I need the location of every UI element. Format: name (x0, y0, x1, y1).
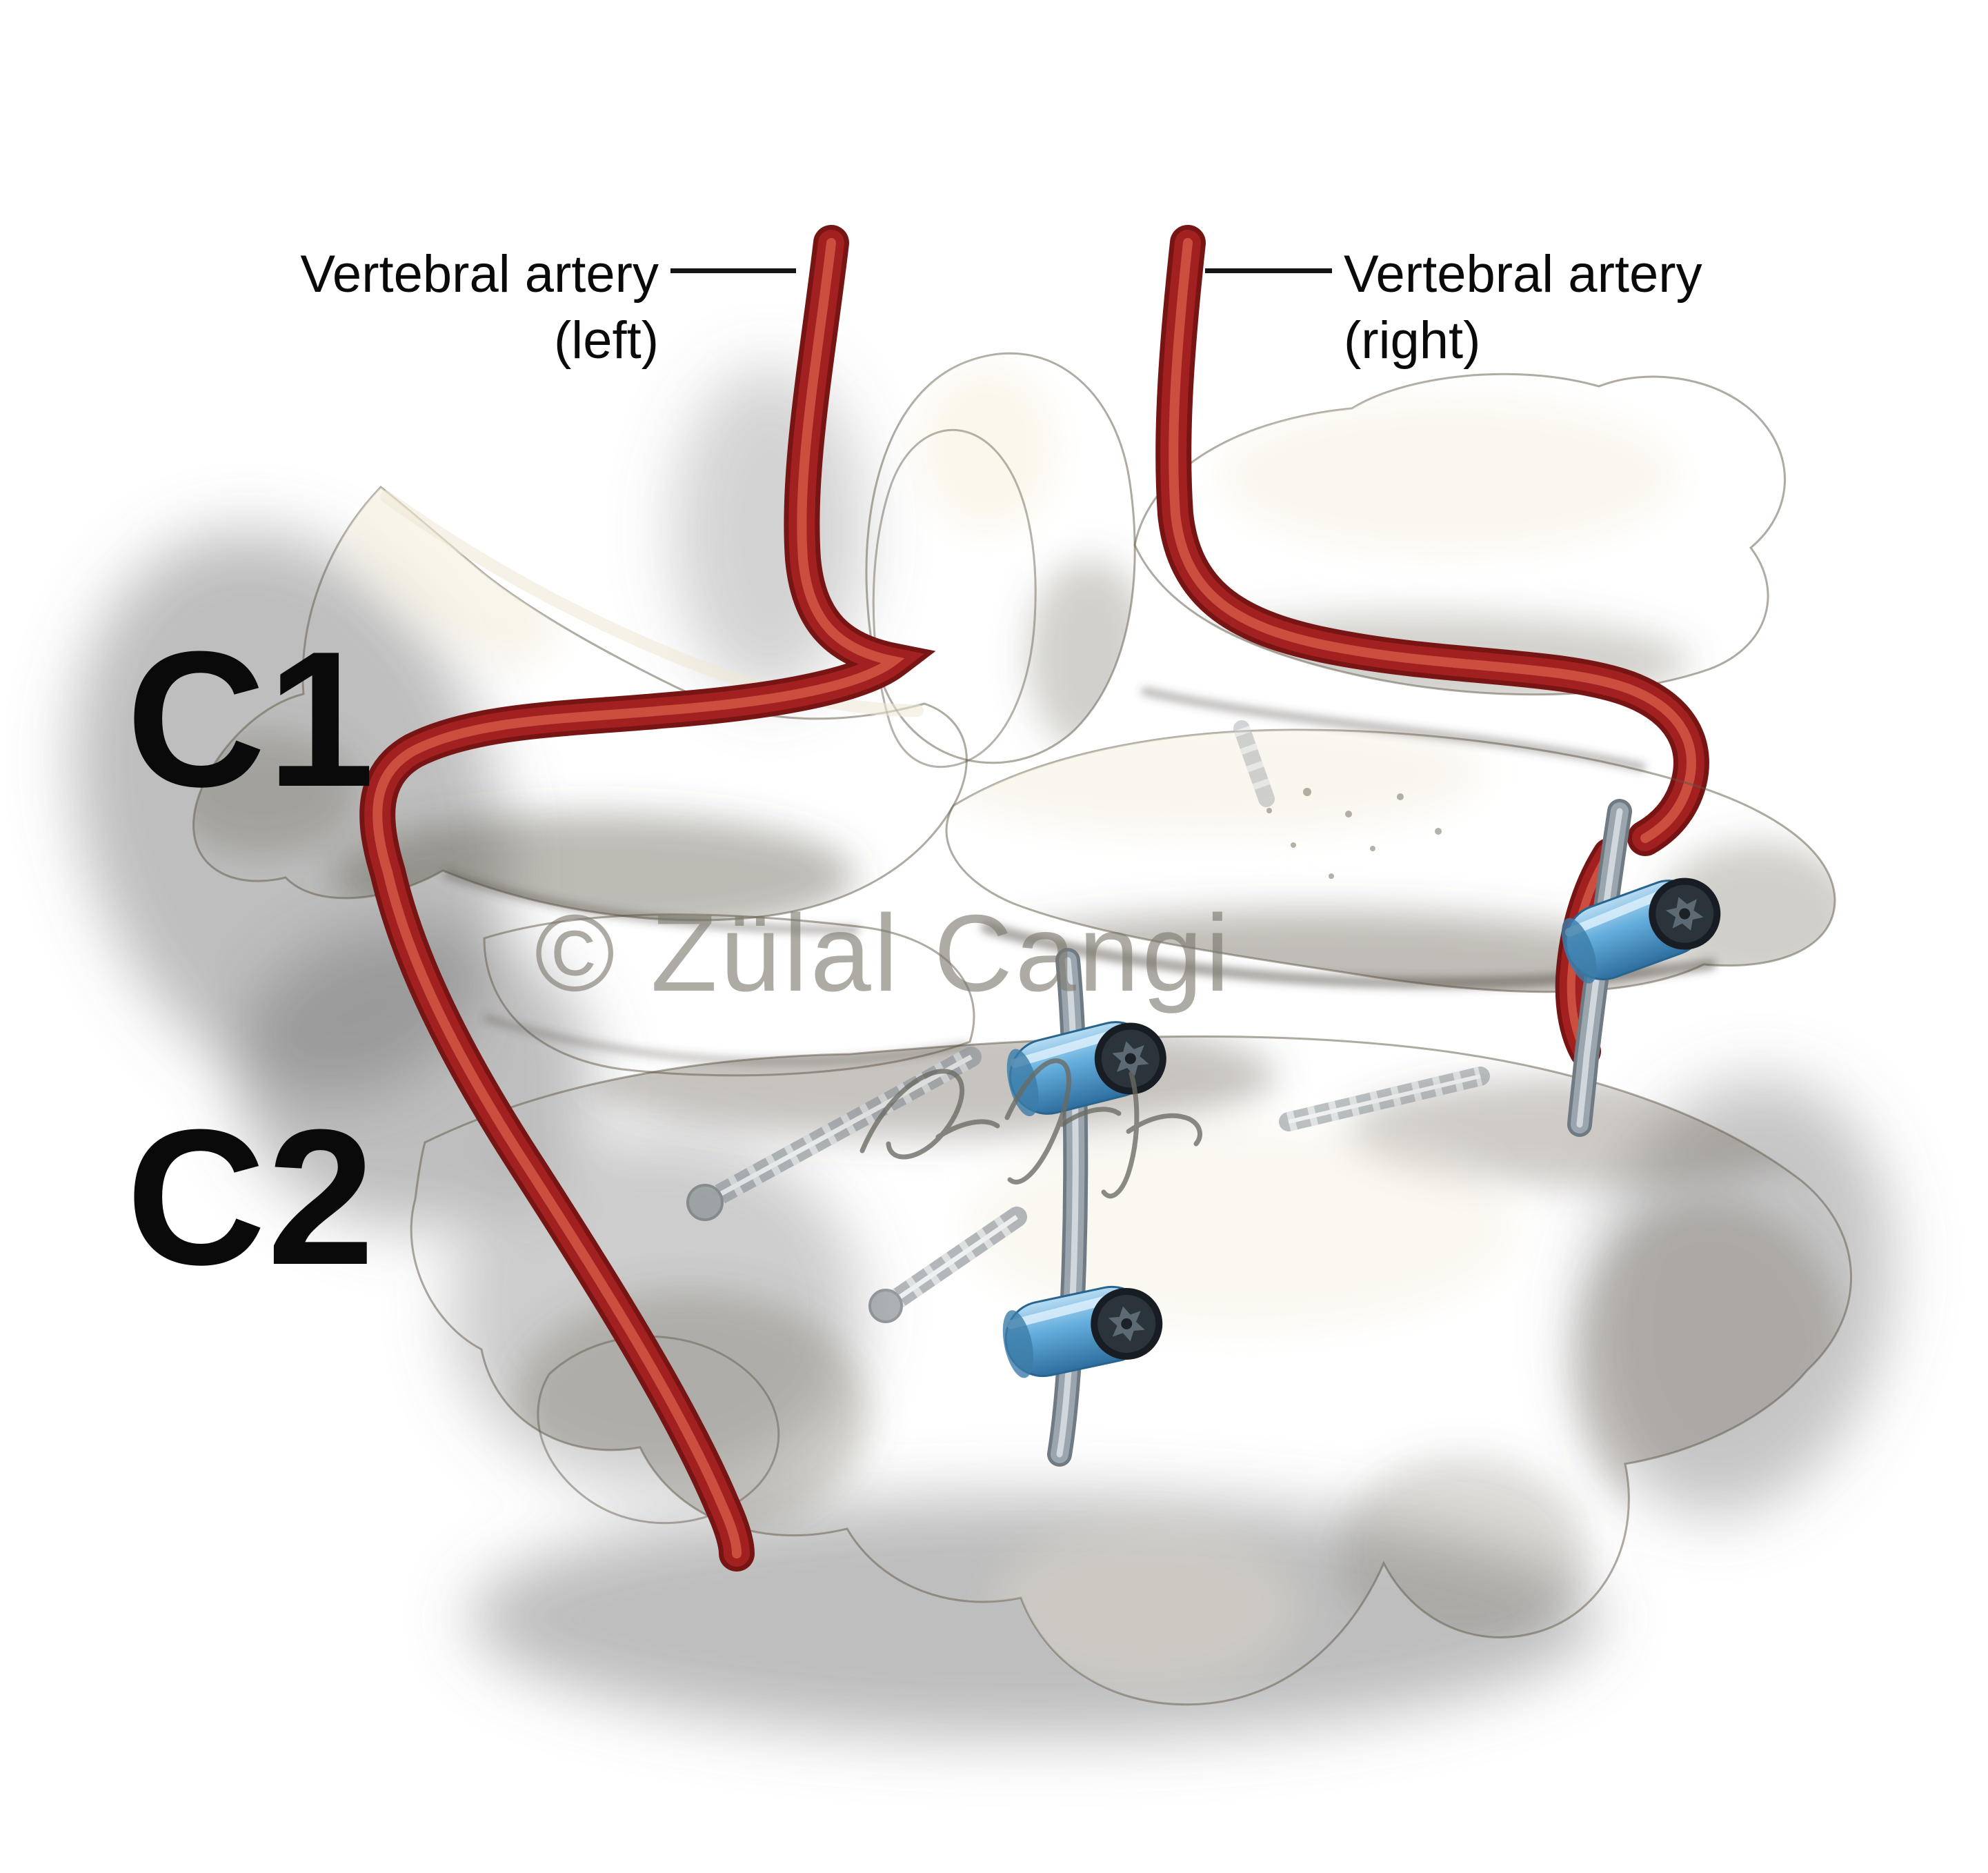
artery-right-label-line2: (right) (1344, 310, 1481, 370)
screw-head-c2-left (1002, 1285, 1163, 1378)
threaded-screw-left-short (868, 1207, 1027, 1323)
artery-right-label-line1: Vertebral artery (1344, 245, 1702, 304)
artery-left-label-line2: (left) (554, 310, 659, 370)
threaded-screw-top (1233, 720, 1275, 807)
c2-vertebra-label: C2 (126, 1090, 376, 1305)
leader-line-right (1205, 268, 1332, 273)
artery-right-label: Vertebral artery (right) (1344, 241, 1868, 374)
wing-top-highlight (380, 490, 924, 717)
bone-speckles (1266, 788, 1442, 879)
threaded-screw-right (1279, 1067, 1490, 1131)
artery-left-label: Vertebral artery (left) (228, 241, 659, 374)
threaded-screw-left-long (686, 1047, 982, 1221)
screw-head-right (1561, 878, 1721, 984)
c1-vertebra-label: C1 (126, 612, 376, 827)
watermark-text: © Zülal Cangi (535, 893, 1233, 1014)
leader-line-left (670, 268, 796, 273)
artist-signature (859, 1058, 1202, 1199)
artery-left-label-line1: Vertebral artery (300, 245, 659, 304)
